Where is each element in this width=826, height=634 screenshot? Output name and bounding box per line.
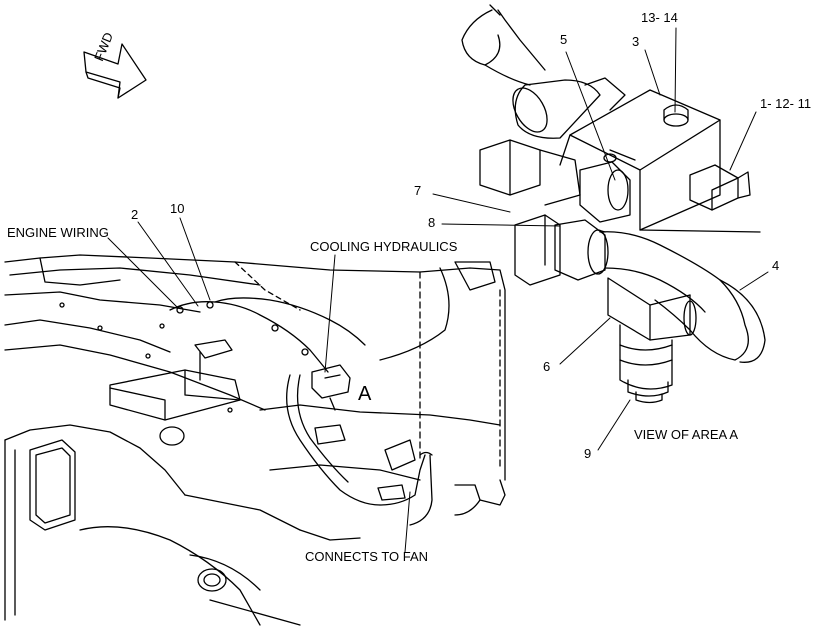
connects-to-fan-label: CONNECTS TO FAN (305, 549, 429, 564)
callout-3: 3 (632, 34, 640, 49)
callout-9: 9 (584, 446, 592, 461)
callout-6: 6 (543, 359, 551, 374)
fwd-arrow-icon (83, 43, 147, 99)
callout-5: 5 (560, 32, 568, 47)
cooling-hydraulics-label: COOLING HYDRAULICS (310, 239, 458, 254)
machine-frame (4, 254, 506, 626)
engine-wiring-label: ENGINE WIRING (7, 225, 109, 240)
area-a-marker: A (358, 383, 372, 405)
leader-lines (107, 27, 769, 553)
callout-2: 2 (131, 207, 139, 222)
callout-10: 10 (170, 201, 185, 216)
callout-7: 7 (414, 183, 422, 198)
valve-assembly (461, 4, 766, 404)
callout-8: 8 (428, 215, 436, 230)
callout-13-14: 13- 14 (641, 10, 678, 25)
callout-4: 4 (772, 258, 780, 273)
view-of-area-a-label: VIEW OF AREA A (634, 427, 739, 442)
callout-1-12-11: 1- 12- 11 (760, 96, 812, 111)
